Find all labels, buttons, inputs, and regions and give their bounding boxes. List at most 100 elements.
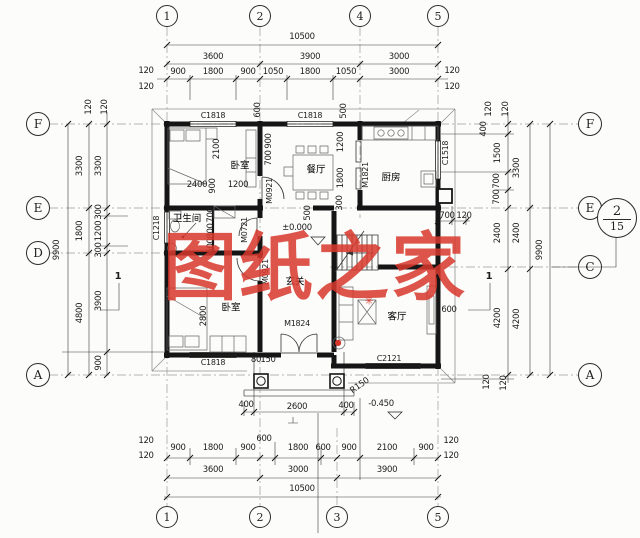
dimension-label: 500 bbox=[338, 103, 349, 119]
dimension-label: 3600 bbox=[202, 464, 224, 475]
dimension-label: 120 bbox=[481, 374, 492, 390]
leader-dot bbox=[181, 235, 185, 239]
dimension-label: 120 bbox=[138, 450, 154, 461]
grid-bubble-1: 1 bbox=[156, 506, 178, 528]
watermark: 图纸之家 bbox=[163, 225, 467, 311]
section-mark-label: 1 bbox=[114, 271, 122, 282]
red-mark: ✳ bbox=[364, 294, 374, 308]
elevation-label: -0.450 bbox=[368, 398, 394, 409]
dimension-label: 1800 bbox=[299, 66, 321, 77]
grid-bubble-4: 4 bbox=[349, 5, 371, 27]
room-label: 餐厅 bbox=[306, 164, 326, 176]
dimension-label: 3300 bbox=[511, 157, 522, 179]
dimension-label: 600 bbox=[441, 304, 457, 315]
dimension-label: 120 bbox=[443, 450, 459, 461]
grid-bubble-2: 2 bbox=[249, 506, 271, 528]
dimension-label: 3000 bbox=[388, 51, 410, 62]
dimension-label: 900 bbox=[341, 442, 357, 453]
dimension-label: 900 bbox=[418, 442, 434, 453]
dimension-label: 2400 bbox=[511, 222, 522, 244]
opening-code: M0921 bbox=[265, 178, 274, 204]
dimension-label: 300 bbox=[93, 242, 104, 258]
dimension-label: 400 bbox=[338, 400, 354, 411]
dimension-label: 900 bbox=[93, 355, 104, 371]
dimension-label: 600 bbox=[252, 102, 263, 118]
dimension-label: 600 bbox=[256, 433, 272, 444]
dimension-label: 3900 bbox=[376, 464, 398, 475]
round-table bbox=[332, 336, 346, 350]
stove-burner bbox=[377, 129, 385, 137]
dimension-label: 600 bbox=[315, 442, 331, 453]
room-label: 卧室 bbox=[221, 302, 241, 314]
dimension-label: 300 bbox=[93, 204, 104, 220]
dimension-label: 1800 bbox=[335, 167, 346, 189]
grid-bubble-5: 5 bbox=[427, 506, 449, 528]
dimension-label: 9900 bbox=[534, 239, 545, 261]
furniture-outlines bbox=[166, 125, 439, 353]
porch-column bbox=[329, 373, 345, 389]
dimension-label: 4200 bbox=[492, 307, 503, 329]
room-label: 客厅 bbox=[387, 311, 407, 323]
dimension-label: 10500 bbox=[289, 31, 315, 42]
grid-bubble-E: E bbox=[26, 196, 50, 220]
room-label: 厨房 bbox=[381, 172, 401, 184]
dimension-label: R150 bbox=[348, 375, 372, 396]
room-label: 卫生间 bbox=[172, 213, 202, 225]
grid-bubble-F: F bbox=[26, 112, 50, 136]
dimension-label: 80 bbox=[250, 354, 262, 365]
stove-burner bbox=[397, 129, 405, 137]
dimension-label: 3600 bbox=[202, 51, 224, 62]
dimension-label: 1050 bbox=[262, 66, 284, 77]
dimension-label: 900 bbox=[170, 442, 186, 453]
opening-code: M1824 bbox=[284, 319, 310, 328]
sliding-door-leaf bbox=[355, 140, 362, 163]
dimension-label: 120 bbox=[500, 101, 511, 117]
dimension-label: 120 bbox=[138, 435, 154, 446]
red-mark: ● bbox=[334, 338, 342, 347]
grid-bubble-C: C bbox=[578, 255, 602, 279]
dimension-label: 1200 bbox=[93, 220, 104, 242]
dimension-label: 120 bbox=[99, 99, 110, 115]
window-symbols bbox=[164, 121, 441, 369]
dimension-label: 3900 bbox=[299, 51, 321, 62]
dimension-label: 2600 bbox=[286, 401, 308, 412]
elevation-triangle bbox=[310, 236, 403, 420]
opening-code: C1818 bbox=[297, 111, 323, 120]
detail-number: 2 bbox=[602, 205, 632, 220]
eave-outline bbox=[151, 108, 456, 384]
dimension-label: 500 bbox=[302, 205, 313, 221]
porch-column-core bbox=[256, 376, 266, 386]
dimension-label: 120 bbox=[498, 375, 509, 391]
dimension-label: 1050 bbox=[335, 66, 357, 77]
dimension-label: 400 bbox=[238, 399, 254, 410]
dimension-label: 1200 bbox=[335, 131, 346, 153]
dimension-label: 4800 bbox=[74, 302, 85, 324]
stove-burner bbox=[387, 129, 395, 137]
opening-code: C1818 bbox=[200, 358, 226, 367]
toilet bbox=[170, 219, 180, 233]
dimension-label: 900 bbox=[240, 66, 256, 77]
dimension-label: 1800 bbox=[202, 66, 224, 77]
dimension-label: 900 bbox=[170, 66, 186, 77]
dimension-label: 1200 bbox=[227, 179, 249, 190]
dimension-label: 900 bbox=[207, 178, 218, 194]
dimension-label: 150 bbox=[260, 354, 276, 365]
room-label: 卧室 bbox=[230, 160, 250, 172]
dimension-label: 300 bbox=[334, 195, 345, 211]
dimension-label: 700 bbox=[491, 173, 502, 189]
bathroom-fixture bbox=[167, 243, 177, 253]
sliding-door-leaf bbox=[355, 167, 362, 190]
dimension-label: 120 bbox=[483, 101, 494, 117]
dimension-label: 120 bbox=[138, 65, 154, 76]
dimension-label: 2400 bbox=[492, 222, 503, 244]
dimension-label: 900 bbox=[263, 133, 274, 149]
grid-bubble-D: D bbox=[26, 241, 50, 265]
dimension-label: 700 bbox=[263, 150, 274, 166]
opening-code: M1821 bbox=[361, 162, 370, 188]
dimension-label: 3000 bbox=[388, 66, 410, 77]
opening-code: C2121 bbox=[376, 354, 402, 363]
dimension-label: 2100 bbox=[211, 138, 222, 160]
